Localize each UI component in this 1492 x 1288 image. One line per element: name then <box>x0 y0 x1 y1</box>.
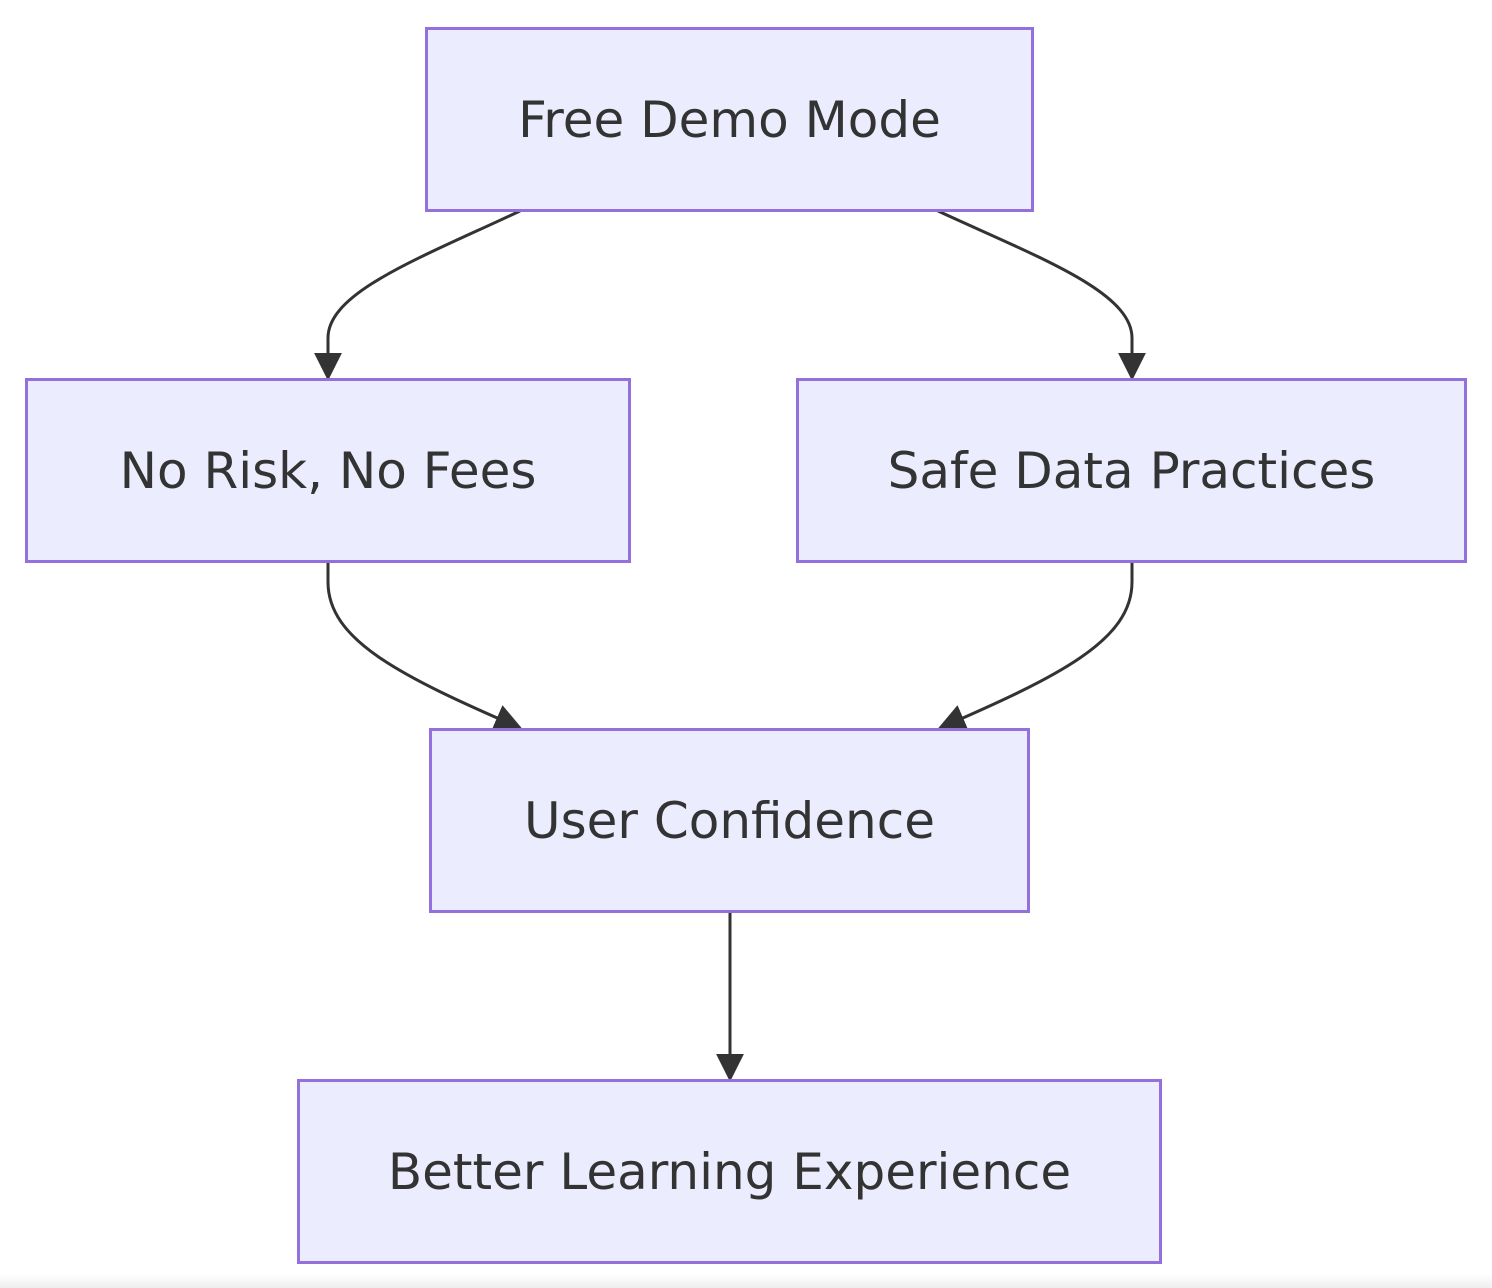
node-label: Free Demo Mode <box>518 91 941 149</box>
node-label: User Confidence <box>524 792 935 850</box>
edge-no-risk-to-confidence <box>326 562 523 731</box>
node-user-confidence[interactable]: User Confidence <box>429 728 1030 913</box>
bottom-edge-shadow <box>0 1274 1492 1288</box>
node-label: No Risk, No Fees <box>120 442 537 500</box>
edge-free-demo-to-no-risk <box>314 209 521 381</box>
node-better-learning-experience[interactable]: Better Learning Experience <box>297 1079 1162 1264</box>
node-label: Safe Data Practices <box>888 442 1376 500</box>
node-free-demo-mode[interactable]: Free Demo Mode <box>425 27 1034 212</box>
node-safe-data-practices[interactable]: Safe Data Practices <box>796 378 1467 563</box>
node-no-risk-no-fees[interactable]: No Risk, No Fees <box>25 378 631 563</box>
edge-free-demo-to-safe-data <box>937 209 1146 381</box>
edge-safe-data-to-confidence <box>937 562 1134 731</box>
node-label: Better Learning Experience <box>388 1143 1071 1201</box>
edges <box>314 209 1146 1082</box>
